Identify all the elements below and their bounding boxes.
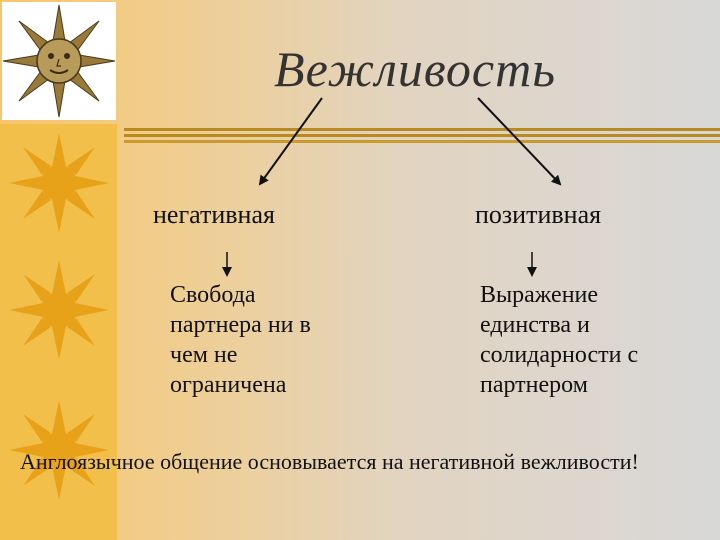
positive-branch-label: позитивная [475,200,602,229]
slide-title: Вежливость [274,41,556,97]
negative-description: Свобода партнера ни в чем не ограничена [170,280,311,400]
sun-face-icon [2,4,116,118]
sun-logo-box [2,2,116,120]
description-line: партнером [480,372,588,398]
description-line: партнера ни в [170,312,311,338]
arrow-to-positive [477,97,562,186]
title-rule [124,134,720,137]
description-line: солидарности с [480,342,639,368]
title-rule [124,128,720,131]
description-line: чем не [170,342,238,368]
positive-description: Выражение единства и солидарности с парт… [480,280,638,400]
negative-branch-label: негативная [153,200,275,229]
sun-decoration-icon [9,133,109,233]
description-line: единства и [480,312,590,338]
title-rule [124,140,720,143]
arrow-to-negative [258,97,323,186]
description-line: ограничена [170,372,287,398]
description-line: Свобода [170,282,256,308]
footer-statement: Англоязычное общение основывается на нег… [20,449,639,474]
sun-decoration-icon [9,400,109,500]
description-line: Выражение [480,282,599,308]
sun-decoration-icon [9,260,109,360]
